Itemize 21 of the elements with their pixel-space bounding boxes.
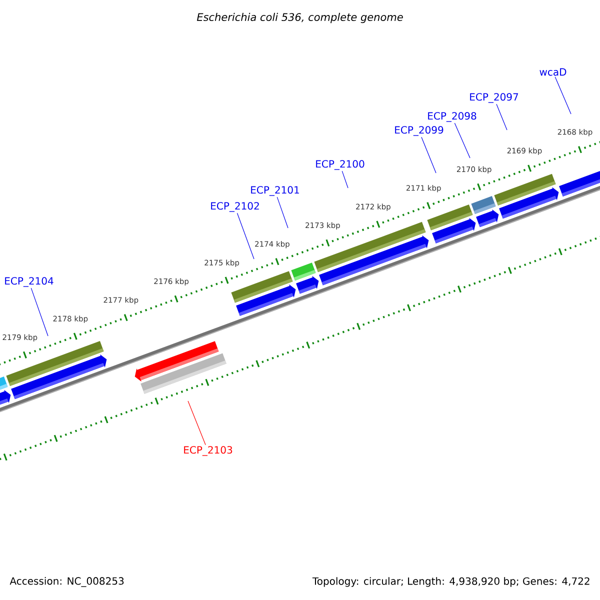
gene-label: ECP_2103 [184,446,232,456]
leader-line [454,122,470,158]
gene-label: ECP_2104 [5,277,54,287]
gene-label: ECP_2100 [316,160,364,170]
title: Escherichia coli 536, complete genome [196,12,403,24]
leader-line [554,76,572,114]
leader-line [188,400,206,446]
leader-line [342,170,348,188]
footer-text: Accession: NC_008253 [10,577,124,587]
gene-label: wcaD [540,68,566,76]
gene-label: ECP_2097 [470,93,518,103]
gene-label: ECP_2099 [395,126,444,136]
gene-label: ECP_2102 [211,202,259,212]
leader-line [496,104,508,130]
leader-line [30,288,48,336]
leader-line [276,196,288,228]
gene-label: ECP_2098 [428,112,476,122]
footer-text: Topology: circular; Length: 4,938,920 bp; Genes: 4,722 [312,577,590,587]
leader-line [421,136,436,174]
leader-line [236,212,254,260]
gene-label: ECP_2101 [251,186,299,196]
